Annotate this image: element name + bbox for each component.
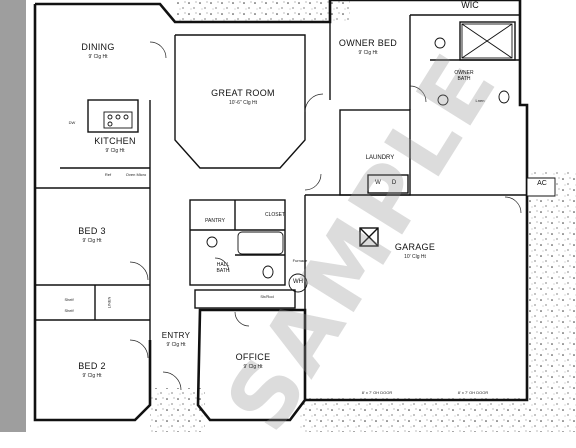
bathtub-icon (237, 231, 284, 255)
kitchen-island (87, 99, 139, 133)
bed3-label: BED 3 (78, 226, 106, 236)
sink-icon (206, 236, 218, 248)
entry-height: 9' Clg Ht (166, 342, 186, 348)
toilet-icon (262, 265, 274, 279)
office-label: OFFICE (235, 352, 271, 362)
water-heater-icon (288, 273, 308, 293)
oven-label: Oven Micro (125, 172, 147, 177)
dw-label: DW (68, 120, 76, 125)
great-room-label: GREAT ROOM (211, 88, 275, 98)
washer-label: W (375, 180, 381, 186)
kitchen-height: 9' Clg Ht (105, 148, 125, 154)
garage-height: 10' Clg Ht (404, 254, 426, 260)
bed2-height: 9' Clg Ht (82, 373, 102, 379)
garage-door-2-note: 8' x 7' OH DOOR (457, 390, 489, 395)
floor-plan-drawing (33, 0, 576, 432)
owner-bath-label: OWNER BATH (454, 70, 474, 82)
owner-toilet-icon (498, 90, 510, 104)
exterior-stipple-bottom (300, 398, 527, 432)
owner-bed-label: OWNER BED (338, 38, 398, 48)
water-heater-label: WH (293, 279, 303, 285)
shelf1-label: Shelf (64, 297, 74, 302)
ac-unit-icon (526, 177, 556, 197)
closet-label: CLOSET (264, 212, 285, 218)
shower-icon (461, 23, 513, 59)
ref-label: Ref (104, 172, 112, 177)
pantry-label: PANTRY (205, 218, 225, 224)
linen-label: LINEN (106, 296, 112, 309)
kitchen-label: KITCHEN (94, 136, 136, 146)
dining-label: DINING (81, 42, 115, 52)
bed2-label: BED 2 (78, 361, 106, 371)
shelf-rod-label: Sh/Rod (260, 294, 274, 299)
exterior-stipple-right (527, 170, 576, 432)
dining-height: 9' Clg Ht (88, 54, 108, 60)
exterior-stipple-top (175, 0, 350, 22)
exterior-wall (35, 0, 529, 422)
garage-label: GARAGE (394, 242, 436, 252)
great-room-wall (174, 34, 306, 169)
exterior-wall-left (33, 4, 152, 422)
left-margin-bar (0, 0, 26, 432)
owner-sink-icon (434, 37, 446, 49)
office-height: 9' Clg Ht (243, 364, 263, 370)
garage-door-1-note: 8' x 7' OH DOOR (361, 390, 393, 395)
owner-sink2-icon (437, 94, 449, 106)
furnace-label: Furnace (292, 258, 308, 263)
linen-bath-label: Lnen (475, 98, 485, 103)
laundry-label: LAUNDRY (365, 155, 395, 161)
exterior-stipple-entry (150, 388, 205, 432)
ac-label: AC (537, 180, 547, 187)
owner-bed-height: 9' Clg Ht (358, 50, 378, 56)
shelf2-label: Shelf (64, 308, 74, 313)
hall-bath-label: HALL BATH (216, 262, 230, 274)
entry-label: ENTRY (161, 331, 191, 340)
great-room-height: 10'-6" Clg Ht (228, 100, 258, 106)
bed3-height: 9' Clg Ht (82, 238, 102, 244)
wic-label: WIC (461, 0, 479, 10)
cooktop-icon (103, 111, 133, 129)
dryer-label: D (391, 180, 397, 186)
